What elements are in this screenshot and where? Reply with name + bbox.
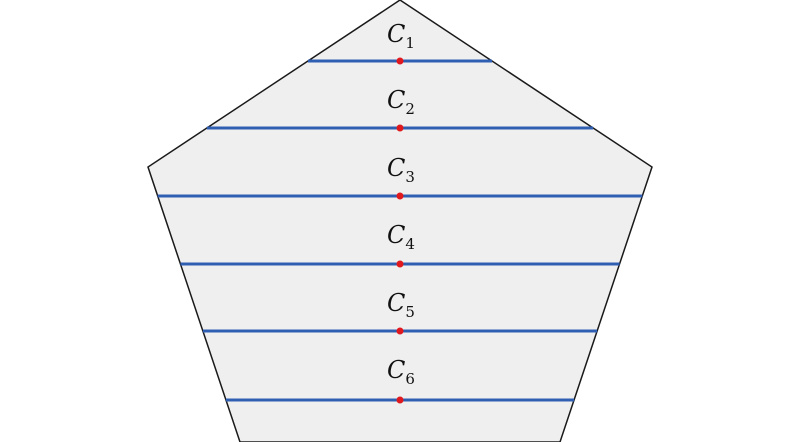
center-point-1 bbox=[396, 57, 404, 65]
center-point-2 bbox=[396, 124, 404, 132]
region-label-c3: C3 bbox=[387, 154, 415, 186]
center-point-4 bbox=[396, 260, 404, 268]
region-label-c2: C2 bbox=[387, 86, 415, 118]
center-point-5 bbox=[396, 327, 404, 335]
center-point-3 bbox=[396, 192, 404, 200]
region-label-c6: C6 bbox=[387, 356, 415, 388]
center-point-6 bbox=[396, 396, 404, 404]
region-label-c1: C1 bbox=[387, 20, 415, 52]
region-label-c4: C4 bbox=[387, 221, 415, 253]
region-label-c5: C5 bbox=[387, 289, 415, 321]
